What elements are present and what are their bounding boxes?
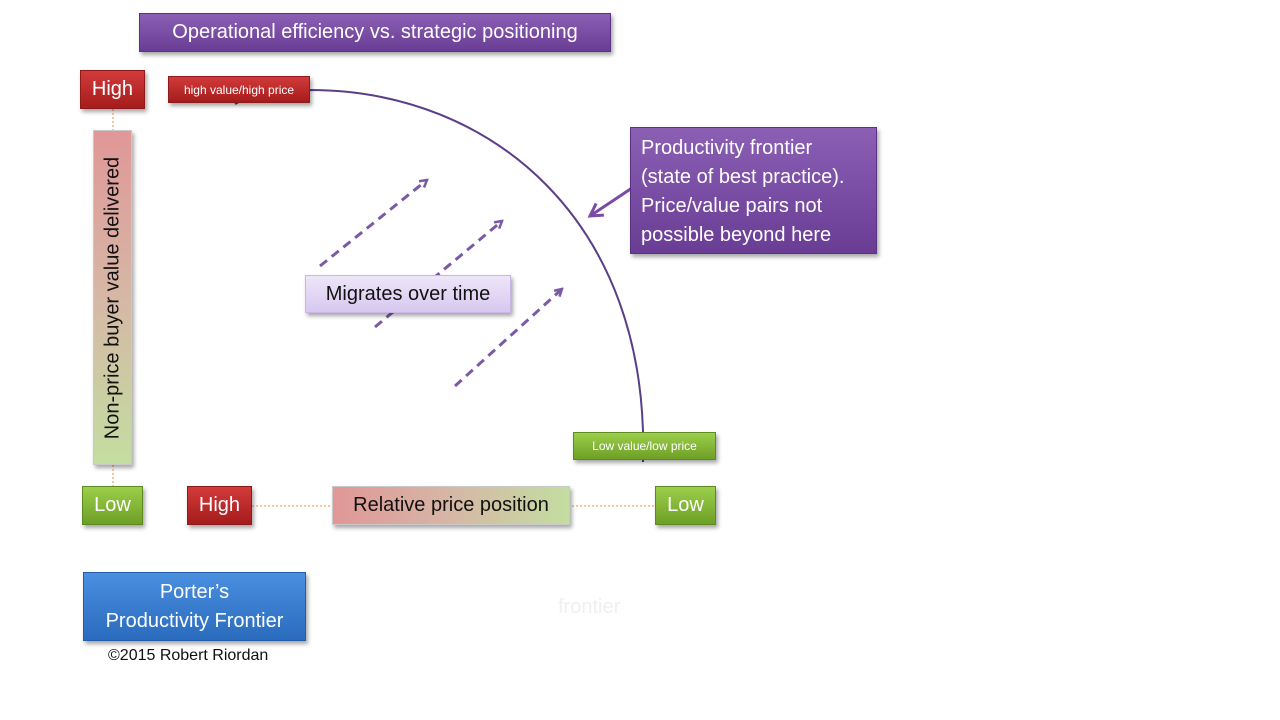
migration-arrow-2 <box>374 221 502 329</box>
migrates-over-time-label: Migrates over time <box>305 275 511 313</box>
porter-title-box: Porter’s Productivity Frontier <box>83 572 306 641</box>
productivity-frontier-callout: Productivity frontier (state of best pra… <box>630 127 877 254</box>
copyright-text: ©2015 Robert Riordan <box>108 647 269 664</box>
callout-line: (state of best practice). <box>641 166 845 188</box>
callout-line: possible beyond here <box>641 224 832 246</box>
y-axis-high-label: High <box>80 70 145 109</box>
migration-arrow-3 <box>453 289 562 388</box>
low-value-low-price-label: Low value/low price <box>573 432 716 460</box>
x-axis-low-label: Low <box>655 486 716 525</box>
callout-line: Productivity frontier <box>641 137 813 159</box>
callout-line: Price/value pairs not <box>641 195 823 217</box>
faint-frontier-text: frontier <box>558 596 621 618</box>
high-value-high-price-label: high value/high price <box>168 76 310 103</box>
y-axis-label-box: Non-price buyer value delivered <box>93 130 132 465</box>
y-axis-low-label: Low <box>82 486 143 525</box>
diagram-title: Operational efficiency vs. strategic pos… <box>139 13 611 52</box>
x-axis-label: Relative price position <box>332 486 570 525</box>
porter-title-line-1: Porter’s <box>159 580 230 603</box>
porter-title-line-2: Productivity Frontier <box>105 609 284 632</box>
callout-pointer-arrow <box>587 186 633 218</box>
y-axis-label: Non-price buyer value delivered <box>101 156 123 439</box>
migration-arrow-1 <box>319 180 427 268</box>
x-axis-high-label: High <box>187 486 252 525</box>
